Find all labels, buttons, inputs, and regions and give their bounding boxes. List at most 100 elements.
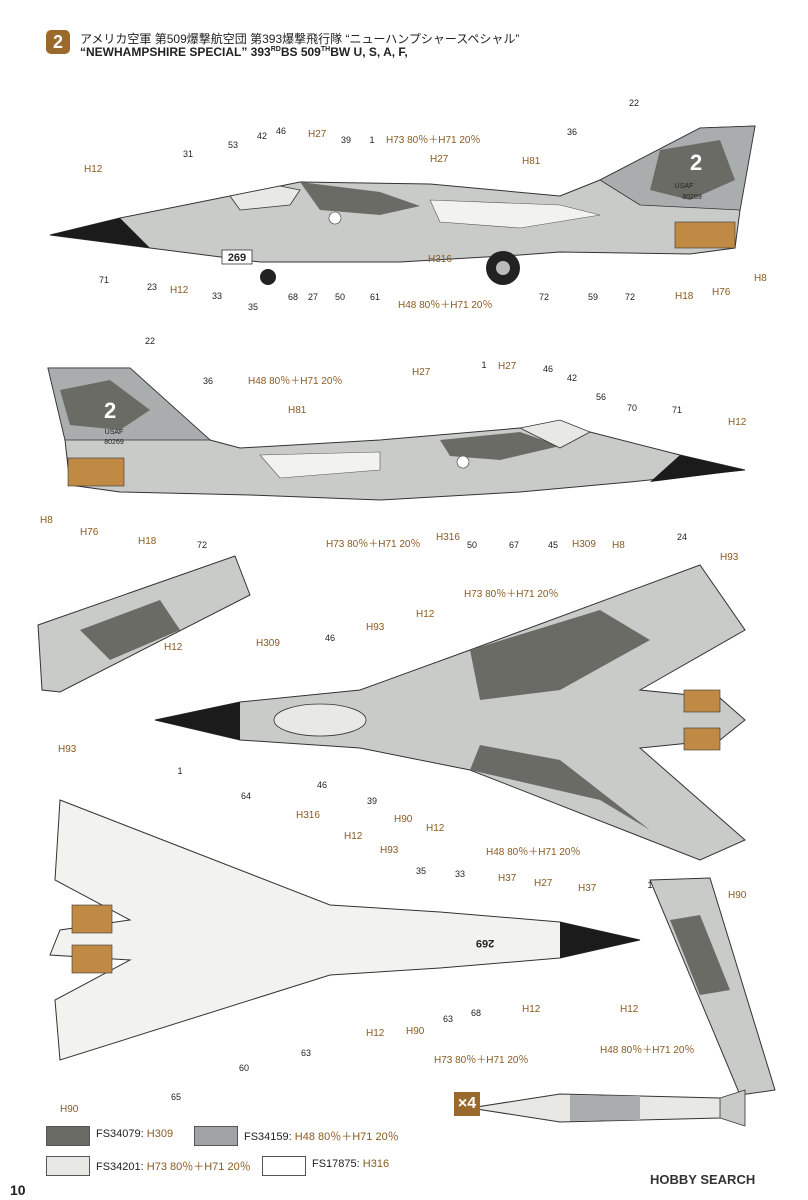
color-legend: FS34079: H309 FS34159: H48 80％＋H71 20％ F… [46,1124,466,1180]
callout: H37 [578,883,597,894]
top-view-callouts: H73 80％＋H71 20％ H93 H12 H309 H93 H12 H90… [164,552,747,901]
part-number: 35 [416,866,426,876]
part-number: 46 [543,364,553,374]
page-number: 10 [10,1182,26,1198]
callout: H18 [675,291,694,302]
nose-number-side-top: 269 [228,252,246,264]
callout: H93 [720,552,739,563]
top-view-numbers: 46 46 39 1 [317,633,653,890]
legend-swatch [262,1156,306,1176]
tail-usaf-top: USAF [675,183,694,190]
watermark: HOBBY SEARCH [650,1172,756,1187]
part-number: 1 [177,766,182,776]
part-number: 22 [629,98,639,108]
part-number: 39 [367,796,377,806]
tank-callouts: H73 80％＋H71 20％ H48 80％＋H71 20％ [434,1045,695,1066]
part-number: 71 [672,405,682,415]
part-number: 63 [443,1014,453,1024]
callout: H93 [366,622,385,633]
side-bottom-numbers: 22 36 1 46 42 56 70 71 72 50 67 45 24 [145,336,687,550]
legend-swatch [194,1126,238,1146]
scheme-title-japanese: アメリカ空軍 第509爆撃航空団 第393爆撃飛行隊 “ニューハンプシャースペシ… [80,32,520,46]
callout: H316 [296,810,320,821]
callout: H18 [138,536,157,547]
scheme-number-badge: 2 [46,30,70,54]
part-number: 1 [647,880,652,890]
part-number: 31 [183,149,193,159]
side-bottom-callouts: H48 80％＋H71 20％ H27 H81 H27 H12 H8 H76 H… [40,361,747,551]
callout: H12 [426,823,445,834]
callout: H27 [308,129,327,140]
part-number: 23 [147,282,157,292]
part-number: 35 [248,302,258,312]
part-number: 72 [197,540,207,550]
callout: H12 [620,1004,639,1015]
tail-code-top: 2 [690,150,702,175]
callout: H48 80％＋H71 20％ [398,300,493,311]
legend-label: FS34201: H73 80％＋H71 20％ [96,1161,251,1173]
bottom-view-numbers: 1 64 35 33 60 63 63 68 65 [171,766,481,1102]
part-number: 50 [467,540,477,550]
part-number: 24 [677,532,687,542]
callout: H93 [58,744,77,755]
part-number: 46 [276,126,286,136]
part-number: 64 [241,791,251,801]
part-number: 33 [455,869,465,879]
legend-label: FS17875: H316 [312,1158,390,1170]
part-number: 33 [212,291,222,301]
callout: H90 [406,1026,425,1037]
callout: H90 [394,814,413,825]
callout: H12 [344,831,363,842]
callout: H73 80％＋H71 20％ [326,539,421,550]
part-number: 22 [145,336,155,346]
callout: H316 [428,254,452,265]
tail-usaf-bottom: USAF [105,429,124,436]
part-number: 50 [335,292,345,302]
legend-label: FS34159: H48 80％＋H71 20％ [244,1131,399,1143]
tail-serial-top: 80269 [682,194,702,201]
part-number: 42 [257,131,267,141]
callout: H27 [498,361,517,372]
callout: H27 [534,878,553,889]
callout: H27 [430,154,449,165]
callout: H12 [522,1004,541,1015]
bottom-view-callouts: H93 H316 H12 H93 H37 H27 H37 H12 H12 H90… [58,744,639,1115]
callout: H48 80％＋H71 20％ [600,1045,695,1056]
callout: H90 [728,890,747,901]
part-number: 67 [509,540,519,550]
part-number: 68 [288,292,298,302]
part-number: 61 [370,292,380,302]
quantity-badge: ×4 [454,1092,480,1116]
callout: H48 80％＋H71 20％ [248,376,343,387]
callout: H8 [40,515,53,526]
callout: H81 [288,405,307,416]
callout: H12 [164,642,183,653]
side-view-left: 269 2 USAF 80269 [49,125,756,285]
part-number: 70 [627,403,637,413]
tail-code-bottom: 2 [104,398,116,423]
callout: H8 [754,273,767,284]
callout: H8 [612,540,625,551]
callout: H27 [412,367,431,378]
side-top-callouts: H12 H27 H73 80％＋H71 20％ H27 H81 H12 H316… [84,129,767,311]
callout: H37 [498,873,517,884]
tail-serial-bottom: 80269 [104,439,124,446]
part-number: 59 [588,292,598,302]
callout: H12 [728,417,747,428]
part-number: 46 [317,780,327,790]
part-number: 1 [481,360,486,370]
side-top-numbers: 22 36 31 53 42 46 39 1 71 23 33 35 68 27… [99,98,639,312]
part-number: 72 [539,292,549,302]
part-number: 1 [369,135,374,145]
legend-label: FS34079: H309 [96,1128,174,1140]
callout: H12 [416,609,435,620]
callout: H309 [256,638,280,649]
callout: H93 [380,845,399,856]
part-number: 36 [203,376,213,386]
callout: H81 [522,156,541,167]
side-view-right: 2 USAF 80269 [47,367,746,501]
part-number: 42 [567,373,577,383]
part-number: 60 [239,1063,249,1073]
callout: H48 80％＋H71 20％ [486,847,581,858]
legend-swatch [46,1156,90,1176]
